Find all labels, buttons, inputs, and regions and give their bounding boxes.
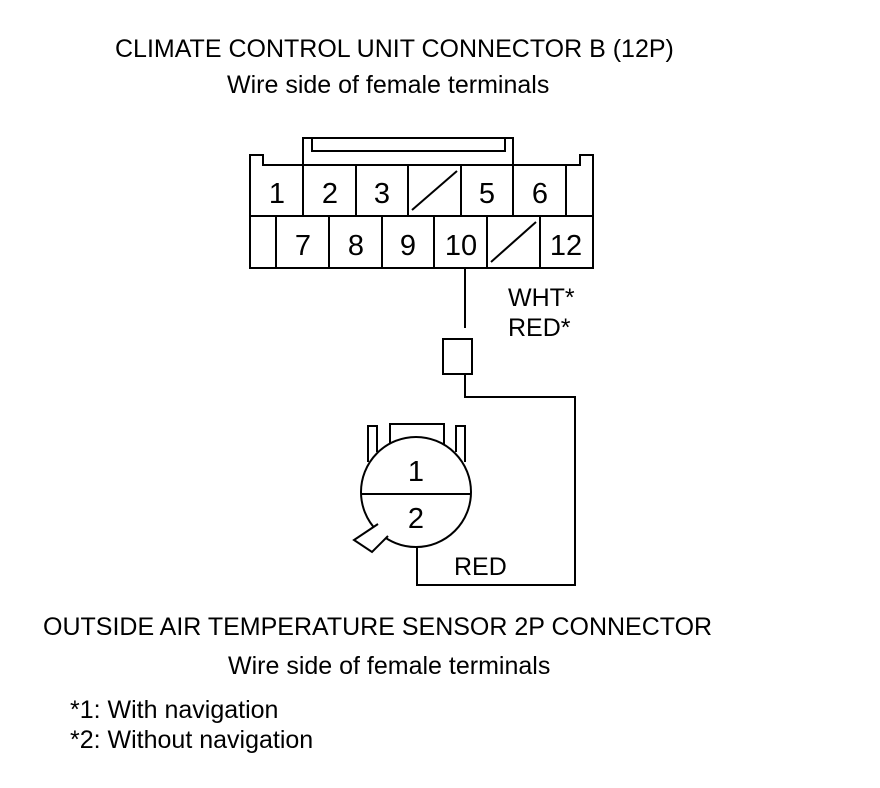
footnote: *1: With navigation (70, 696, 279, 724)
wire-color-label: RED* (508, 314, 571, 342)
terminal-number: 2 (408, 503, 424, 535)
upper-connector-title: CLIMATE CONTROL UNIT CONNECTOR B (12P) (115, 35, 674, 63)
terminal-number: 9 (400, 230, 416, 262)
climate-control-connector-body (249, 137, 594, 269)
terminal-number: 2 (322, 178, 338, 210)
terminal-number: 5 (479, 178, 495, 210)
terminal-number: 6 (532, 178, 548, 210)
sensor-connector-subtitle: Wire side of female terminals (228, 652, 551, 680)
terminal-number: 10 (445, 230, 477, 262)
terminal-number: 8 (348, 230, 364, 262)
sensor-connector-body (352, 423, 472, 554)
footnote: *2: Without navigation (70, 726, 314, 754)
wire-path (416, 268, 576, 586)
upper-connector-subtitle: Wire side of female terminals (227, 71, 550, 99)
wire-color-label: WHT* (508, 284, 575, 312)
terminal-number: 12 (550, 230, 582, 262)
inline-junction-connector (442, 338, 473, 375)
terminal-number: 1 (408, 456, 424, 488)
terminal-number: 3 (374, 178, 390, 210)
terminal-number: 7 (295, 230, 311, 262)
terminal-number: 1 (269, 178, 285, 210)
empty-cavity-slash (490, 221, 537, 263)
empty-cavity-slash (411, 170, 458, 211)
sensor-connector-title: OUTSIDE AIR TEMPERATURE SENSOR 2P CONNEC… (43, 613, 713, 641)
wire-color-label: RED (454, 553, 507, 581)
